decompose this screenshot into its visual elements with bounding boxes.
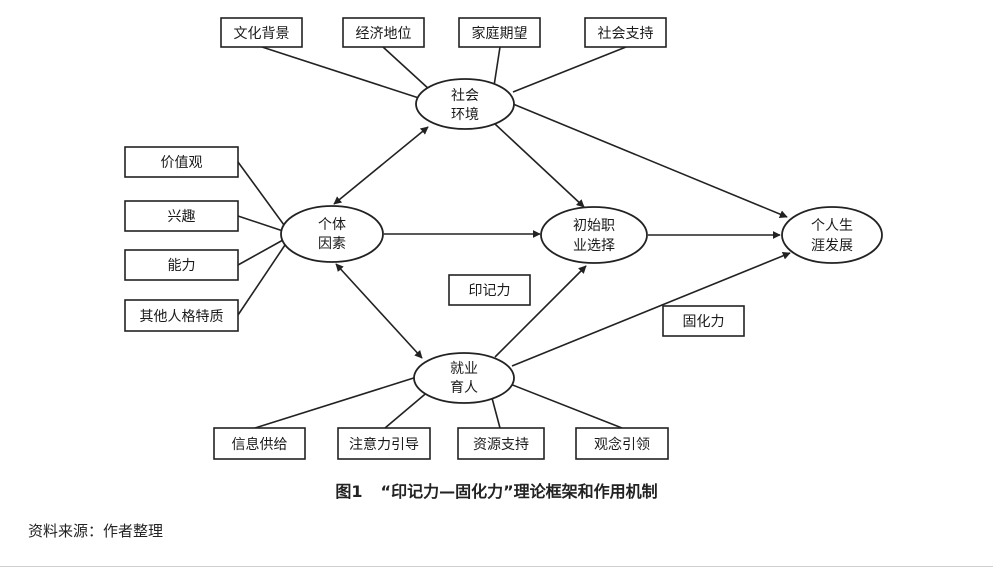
- node-social-environment: 社会 环境: [415, 78, 515, 130]
- box-interest-label: 兴趣: [168, 209, 196, 225]
- box-culture-label: 文化背景: [234, 26, 290, 42]
- box-other-traits-label: 其他人格特质: [140, 309, 224, 325]
- node-employment-education: 就业 育人: [413, 352, 515, 404]
- node-career-development-line2: 涯发展: [811, 238, 853, 254]
- node-initial-choice: 初始职 业选择: [540, 206, 648, 264]
- figure-caption: 图1 “印记力—固化力”理论框架和作用机制: [0, 478, 993, 502]
- employment-factor-boxes: 信息供给 注意力引导 资源支持 观念引领: [213, 427, 669, 460]
- edge-ability-individual: [237, 239, 284, 266]
- arrow-individual-employment: [335, 263, 423, 359]
- edge-family-social: [493, 46, 501, 87]
- box-interest: 兴趣: [124, 200, 239, 232]
- box-economic-status: 经济地位: [342, 17, 425, 48]
- box-info-supply: 信息供给: [213, 427, 306, 460]
- node-individual-factors-line2: 因素: [318, 236, 346, 252]
- individual-factor-boxes: 价值观 兴趣 能力 其他人格特质: [124, 146, 239, 332]
- edge-traits-individual: [237, 244, 286, 316]
- arrow-social-initial: [494, 123, 585, 208]
- edge-support-social: [512, 46, 627, 93]
- box-concept-lead: 观念引领: [575, 427, 669, 460]
- edge-attention-employment: [384, 389, 431, 429]
- box-attention-guide-label: 注意力引导: [349, 436, 419, 453]
- box-family-expectation: 家庭期望: [458, 17, 541, 48]
- arrow-social-individual: [333, 126, 429, 205]
- box-social-support-label: 社会支持: [598, 26, 654, 42]
- node-employment-education-line1: 就业: [450, 361, 478, 377]
- box-ability: 能力: [124, 249, 239, 281]
- node-career-development: 个人生 涯发展: [781, 206, 883, 264]
- solidify-force-label: 固化力: [683, 314, 725, 330]
- box-family-expectation-label: 家庭期望: [472, 25, 528, 42]
- node-initial-choice-line2: 业选择: [573, 238, 615, 254]
- box-social-support: 社会支持: [584, 17, 667, 48]
- node-individual-factors-line1: 个体: [318, 217, 346, 233]
- divider: [0, 566, 993, 567]
- box-values-label: 价值观: [161, 155, 203, 171]
- figure-title: “印记力—固化力”理论框架和作用机制: [380, 482, 658, 501]
- arrow-social-career: [512, 103, 788, 218]
- edges-social-factors: [261, 46, 627, 101]
- node-initial-choice-line1: 初始职: [573, 217, 615, 234]
- box-concept-lead-label: 观念引领: [594, 436, 650, 453]
- box-info-supply-label: 信息供给: [232, 436, 288, 453]
- source-note: 资料来源：作者整理: [28, 522, 164, 540]
- box-other-traits: 其他人格特质: [124, 299, 239, 332]
- node-social-environment-line1: 社会: [451, 88, 479, 104]
- box-resource-support-label: 资源支持: [473, 437, 529, 453]
- box-imprint-force: 印记力: [448, 274, 531, 306]
- box-solidify-force: 固化力: [662, 305, 745, 337]
- edge-resource-employment: [491, 397, 501, 429]
- node-career-development-line1: 个人生: [811, 218, 853, 234]
- edges-individual-factors: [237, 161, 286, 316]
- box-ability-label: 能力: [168, 258, 196, 274]
- framework-diagram: 文化背景 经济地位 家庭期望 社会支持 价值观 兴趣 能力: [124, 17, 883, 460]
- box-resource-support: 资源支持: [457, 427, 545, 460]
- edges-mechanism: [333, 103, 791, 367]
- edge-values-individual: [237, 161, 285, 226]
- edge-info-employment: [254, 375, 421, 429]
- node-employment-education-line2: 育人: [450, 380, 478, 396]
- figure-number: 图1: [335, 482, 363, 501]
- arrow-employment-initial: [494, 265, 587, 358]
- node-individual-factors: 个体 因素: [280, 205, 384, 263]
- edge-culture-social: [261, 46, 426, 101]
- edges-employment-factors: [254, 375, 623, 429]
- box-culture: 文化背景: [220, 17, 303, 48]
- social-factor-boxes: 文化背景 经济地位 家庭期望 社会支持: [220, 17, 667, 48]
- edge-economic-social: [382, 46, 431, 91]
- edge-interest-individual: [237, 215, 284, 232]
- imprint-force-label: 印记力: [469, 283, 511, 299]
- arrow-employment-career: [511, 252, 791, 367]
- node-social-environment-line2: 环境: [451, 107, 479, 123]
- box-attention-guide: 注意力引导: [337, 427, 431, 460]
- edge-concept-employment: [504, 381, 623, 429]
- box-values: 价值观: [124, 146, 239, 178]
- box-economic-status-label: 经济地位: [356, 26, 412, 42]
